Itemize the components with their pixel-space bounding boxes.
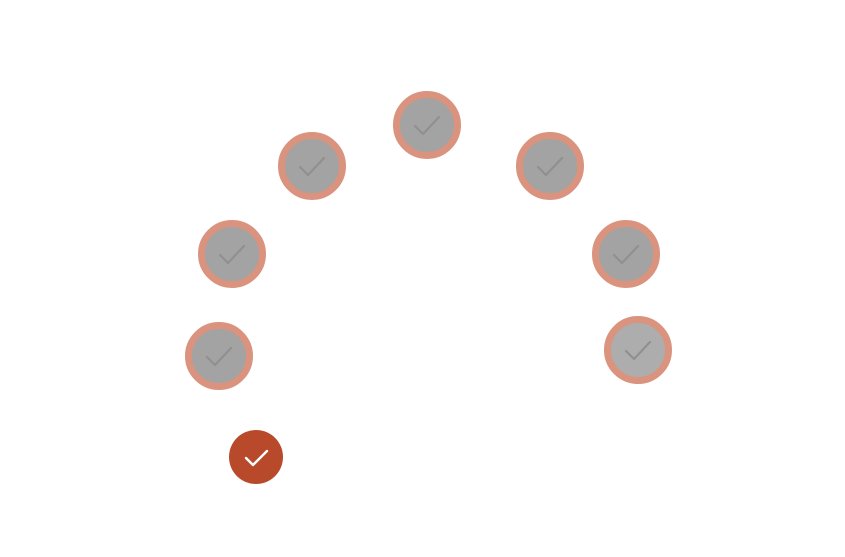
check-icon: [205, 346, 233, 367]
check-icon: [624, 340, 652, 361]
step-pending-1[interactable]: [393, 91, 461, 159]
check-icon: [218, 244, 246, 265]
check-icon: [413, 115, 441, 136]
check-icon: [298, 156, 326, 177]
check-icon: [612, 244, 640, 265]
step-pending-5[interactable]: [592, 220, 660, 288]
check-icon: [536, 156, 564, 177]
step-completed[interactable]: [229, 430, 283, 484]
step-pending-3[interactable]: [516, 132, 584, 200]
step-pending-6[interactable]: [185, 322, 253, 390]
step-pending-7[interactable]: [604, 316, 672, 384]
check-icon: [244, 449, 269, 467]
step-pending-4[interactable]: [198, 220, 266, 288]
step-pending-2[interactable]: [278, 132, 346, 200]
